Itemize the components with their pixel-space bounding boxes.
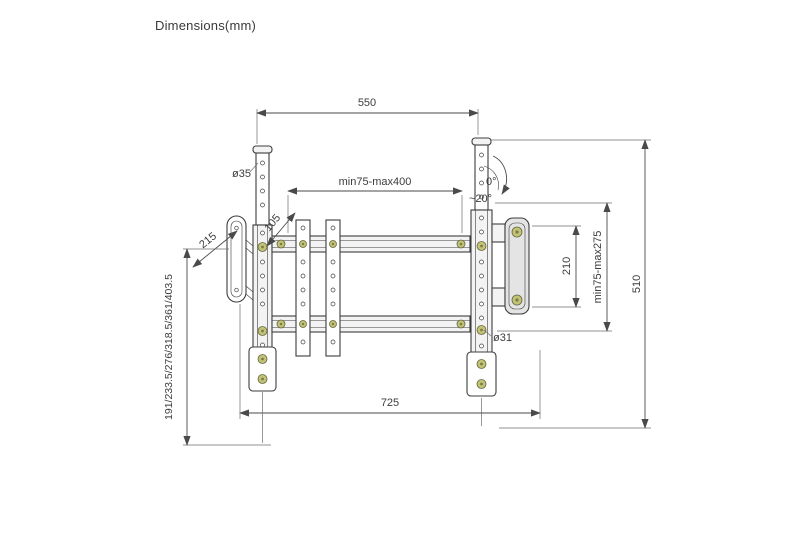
left-rail xyxy=(252,224,273,358)
screw xyxy=(299,240,307,248)
dim-vesa-height-label: min75-max275 xyxy=(592,231,604,304)
page-title: Dimensions(mm) xyxy=(155,18,257,33)
dim-pole-diameter-label: ø35 xyxy=(232,168,251,180)
right-rail xyxy=(470,209,493,363)
dim-tube-diameter-label: ø31 xyxy=(493,332,512,344)
screw xyxy=(257,242,268,252)
screw xyxy=(476,359,487,369)
right-pole xyxy=(471,137,492,211)
dim-vesa-width-label: min75-max400 xyxy=(339,176,412,188)
screw xyxy=(476,379,487,389)
vesa-strip-left xyxy=(295,219,311,357)
dim-pole-diameter: ø35 xyxy=(232,162,259,180)
dim-overall-width: 725 xyxy=(239,304,541,419)
dim-top-width-label: 550 xyxy=(358,97,376,109)
screw xyxy=(257,354,268,364)
dim-mounting-heights: 191/233.5/276/318.5/361/403.5 xyxy=(163,248,271,446)
screw xyxy=(299,320,307,328)
left-pole xyxy=(252,145,273,226)
tilt-bracket xyxy=(491,217,530,315)
swivel-arm-links xyxy=(245,239,254,301)
dim-tilt-zero-label: 0° xyxy=(486,176,497,188)
dim-mounting-heights-label: 191/233.5/276/318.5/361/403.5 xyxy=(163,274,175,420)
screw xyxy=(511,226,523,238)
dim-tilt-angle: 0° ~20° xyxy=(469,155,510,205)
screw xyxy=(276,239,286,249)
screw xyxy=(276,319,286,329)
screw xyxy=(257,326,268,336)
dim-bracket-height: 210 xyxy=(532,225,581,308)
left-bottom-bracket xyxy=(248,346,277,392)
screw xyxy=(456,239,466,249)
screw xyxy=(476,325,487,335)
dim-top-width: 550 xyxy=(256,97,479,144)
screw xyxy=(476,241,487,251)
vesa-strip-right xyxy=(325,219,341,357)
dim-vesa-width: min75-max400 xyxy=(287,176,463,233)
screw xyxy=(456,319,466,329)
mount-body xyxy=(226,137,530,397)
dim-overall-width-label: 725 xyxy=(381,397,399,409)
screw xyxy=(329,240,337,248)
right-bottom-bracket xyxy=(466,351,497,397)
dim-overall-height-label: 510 xyxy=(631,275,643,293)
screw xyxy=(329,320,337,328)
screw xyxy=(511,294,523,306)
wall-plate xyxy=(226,215,247,303)
screw xyxy=(257,374,268,384)
dim-tube-diameter: ø31 xyxy=(483,329,512,344)
dim-bracket-height-label: 210 xyxy=(561,257,573,275)
dim-tilt-max-label: ~20° xyxy=(469,193,492,205)
dim-vesa-height: min75-max275 xyxy=(495,202,612,332)
